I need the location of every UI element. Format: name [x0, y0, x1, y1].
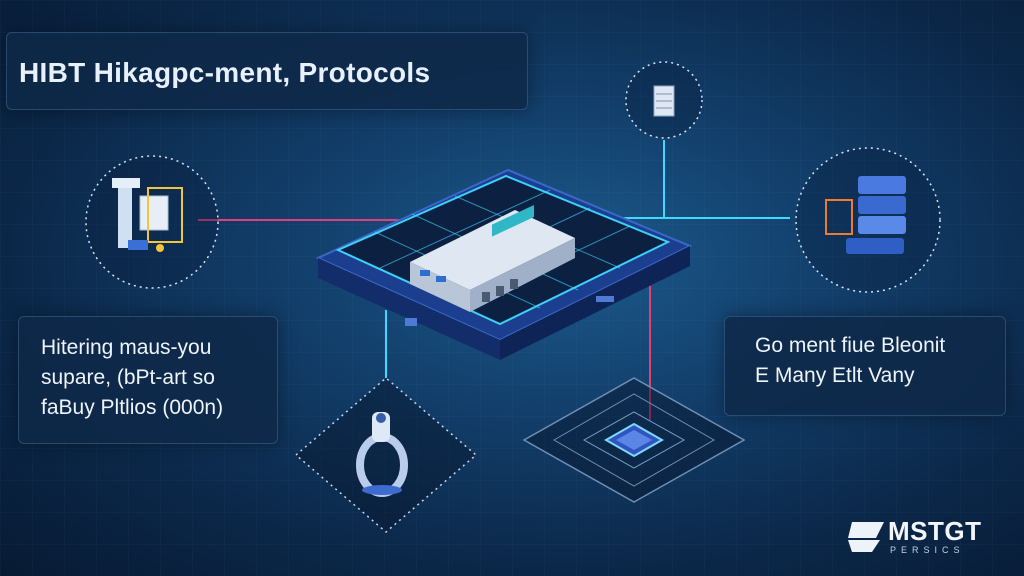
right-panel-line: E Many Etlt Vany [755, 364, 915, 387]
brand-logo-icon [848, 522, 884, 552]
brand-subtitle: PERSICS [890, 545, 965, 555]
page-title: HIBT Hikagpc-ment, Protocols [19, 57, 431, 88]
left-panel-text: Hitering maus-you supare, (bPt-art so fa… [41, 333, 223, 423]
crane-server-icon [112, 178, 183, 252]
chip-icon [603, 422, 665, 458]
connector-lines [198, 140, 790, 420]
top-circle-node [625, 61, 703, 139]
server-stack-icon [825, 176, 906, 254]
brand-name: MSTGT [888, 516, 982, 546]
bottom-left-diamond-node [294, 377, 478, 533]
left-panel-line: faBuy Pltlios (000n) [41, 396, 224, 419]
left-info-panel: Hitering maus-you supare, (bPt-art so fa… [18, 316, 278, 444]
bottom-center-diamond-node [522, 377, 746, 503]
left-panel-line: supare, (bPt-art so [41, 366, 215, 389]
right-panel-text: Go ment fiue Bleonit E Many Etlt Vany [755, 331, 945, 391]
network-appliance-icon [410, 204, 575, 312]
right-circle-node [795, 147, 941, 293]
right-info-panel: Go ment fiue Bleonit E Many Etlt Vany [724, 316, 1006, 416]
right-panel-line: Go ment fiue Bleonit [755, 334, 946, 357]
left-panel-line: Hitering maus-you [41, 336, 212, 359]
left-circle-node [85, 155, 219, 289]
title-banner: HIBT Hikagpc-ment, Protocols [6, 32, 528, 110]
key-lock-icon [356, 412, 408, 497]
server-rack-icon [653, 85, 675, 117]
